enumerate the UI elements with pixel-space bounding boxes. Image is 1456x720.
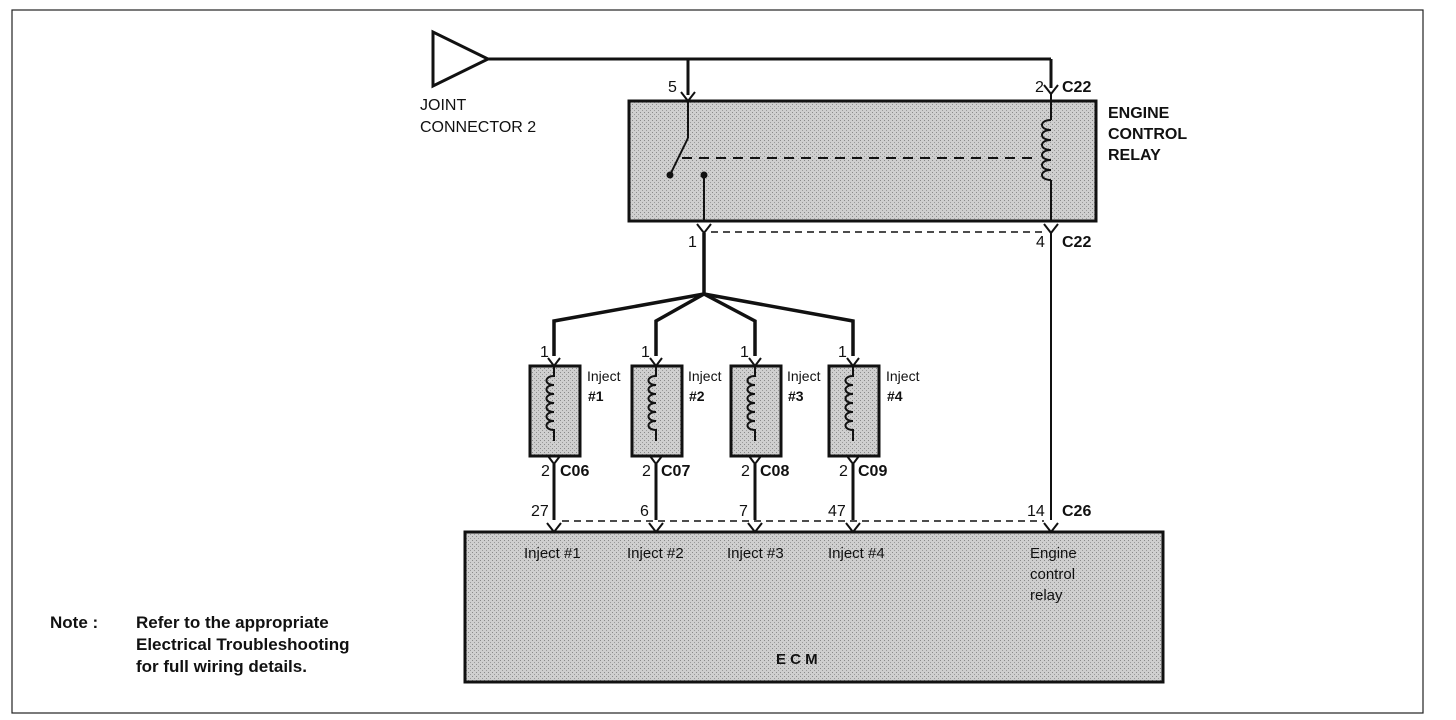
ecm-pin-inject-4: 47 (828, 503, 846, 520)
ecm-connector: C26 (1062, 503, 1091, 520)
ecm-label-inject-1: Inject #1 (524, 545, 581, 562)
injector-3-number: #3 (788, 388, 804, 404)
ecm-pin-inject-3: 7 (739, 503, 748, 520)
relay-label-2: CONTROL (1108, 126, 1187, 143)
ecm-label-inject-4: Inject #4 (828, 545, 885, 562)
injector-4 (827, 357, 881, 520)
relay-contact (666, 171, 674, 179)
relay-pin-top-left: 5 (668, 79, 677, 96)
ecm-name: E C M (776, 651, 818, 668)
ecm-label-relay-3: relay (1030, 587, 1063, 604)
relay-switch (669, 101, 705, 221)
injector-1-connector: C06 (560, 463, 589, 480)
note-line-2: Electrical Troubleshooting (136, 635, 350, 654)
engine-control-relay (627, 99, 1098, 223)
note-lines: Refer to the appropriate Electrical Trou… (136, 612, 349, 678)
injector-1-name: Inject (587, 368, 621, 384)
relay-connector-bottom: C22 (1062, 234, 1091, 251)
injector-feed (552, 233, 855, 356)
injector-2 (630, 357, 684, 520)
relay-contact (700, 171, 708, 179)
supply-bus (488, 57, 1053, 95)
injector-1-pin-bottom: 2 (541, 463, 550, 480)
injector-4-pin-top: 1 (838, 344, 847, 361)
note-head: Note : (50, 613, 99, 632)
ecm-box (463, 530, 1165, 684)
injector-4-pin-bottom: 2 (839, 463, 848, 480)
injector-1-number: #1 (588, 388, 604, 404)
relay-label-3: RELAY (1108, 147, 1161, 164)
injector-2-name: Inject (688, 368, 722, 384)
injector-3 (729, 357, 783, 520)
page-frame (11, 9, 1424, 714)
injector-3-name: Inject (787, 368, 821, 384)
injector-1 (528, 357, 582, 520)
ecm-connector-marks (546, 522, 1059, 534)
relay-coil (1041, 94, 1052, 221)
ecm-label-inject-3: Inject #3 (727, 545, 784, 562)
injector-3-pin-top: 1 (740, 344, 749, 361)
note-block: Note : Refer to the appropriate Electric… (50, 612, 349, 678)
relay-connector-top: C22 (1062, 79, 1091, 96)
injector-2-pin-bottom: 2 (642, 463, 651, 480)
ecm-label-relay-2: control (1030, 566, 1075, 583)
relay-pin-top-right: 2 (1035, 79, 1044, 96)
ecm-pin-relay: 14 (1027, 503, 1045, 520)
injector-4-number: #4 (887, 388, 903, 404)
note-line-1: Refer to the appropriate (136, 613, 329, 632)
relay-label-1: ENGINE (1108, 105, 1170, 122)
joint-connector-symbol (431, 29, 492, 89)
injector-4-name: Inject (886, 368, 920, 384)
injector-2-connector: C07 (661, 463, 690, 480)
injector-1-pin-top: 1 (540, 344, 549, 361)
injector-3-connector: C08 (760, 463, 789, 480)
injector-4-connector: C09 (858, 463, 887, 480)
joint-connector-label-2: CONNECTOR 2 (420, 119, 536, 136)
joint-connector-label-1: JOINT (420, 97, 466, 114)
injector-2-pin-top: 1 (641, 344, 650, 361)
injector-2-number: #2 (689, 388, 705, 404)
note-line-3: for full wiring details. (136, 657, 307, 676)
ecm-pin-inject-2: 6 (640, 503, 649, 520)
ecm-pin-inject-1: 27 (531, 503, 549, 520)
note-row: Note : Refer to the appropriate Electric… (50, 612, 349, 678)
ecm-label-inject-2: Inject #2 (627, 545, 684, 562)
relay-pin-bottom-right: 4 (1036, 234, 1045, 251)
relay-pin-bottom-left: 1 (688, 234, 697, 251)
ecm-label-relay-1: Engine (1030, 545, 1077, 562)
injector-3-pin-bottom: 2 (741, 463, 750, 480)
